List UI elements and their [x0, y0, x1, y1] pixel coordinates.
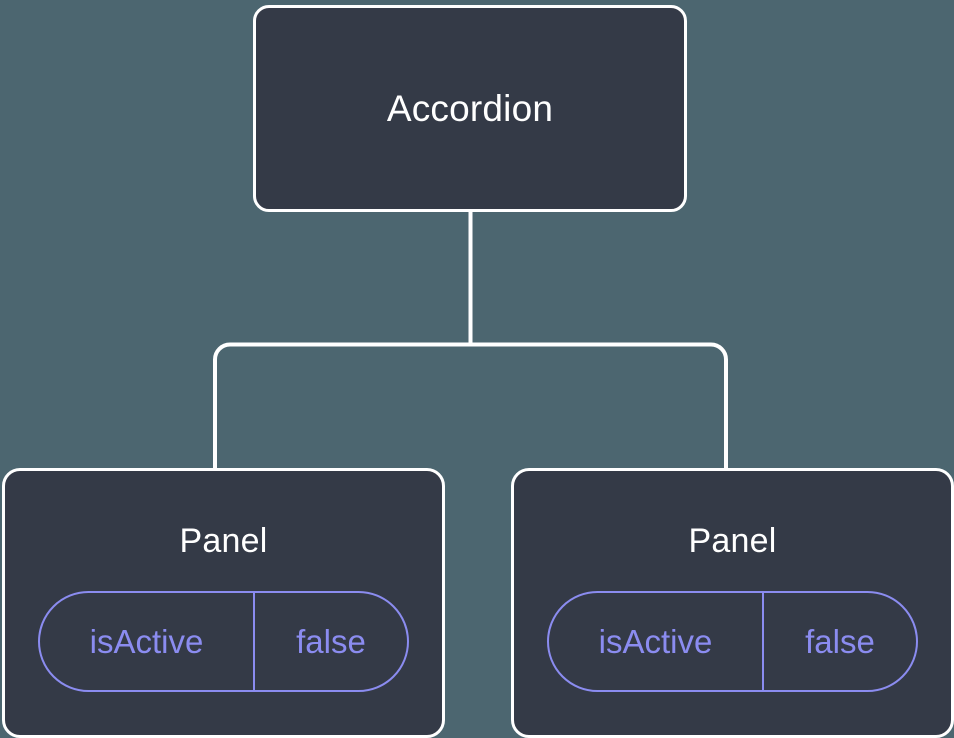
node-panel-left[interactable]: Panel isActive false — [2, 468, 445, 738]
connector-branch-to-panel-left — [213, 342, 471, 470]
prop-key-isactive-right: isActive — [598, 623, 713, 660]
node-accordion[interactable]: Accordion — [253, 5, 687, 212]
node-panel-right-label: Panel — [688, 522, 777, 560]
connector-branch-to-panel-right — [470, 342, 728, 470]
prop-key-isactive-left: isActive — [89, 623, 204, 660]
node-accordion-label: Accordion — [386, 88, 554, 129]
prop-pill-isactive-right[interactable]: isActive false — [547, 591, 918, 692]
prop-value-isactive-right: false — [762, 593, 916, 690]
prop-pill-isactive-left[interactable]: isActive false — [38, 591, 409, 692]
prop-value-isactive-left: false — [253, 593, 407, 690]
node-panel-right[interactable]: Panel isActive false — [511, 468, 954, 738]
node-panel-left-label: Panel — [179, 522, 268, 560]
